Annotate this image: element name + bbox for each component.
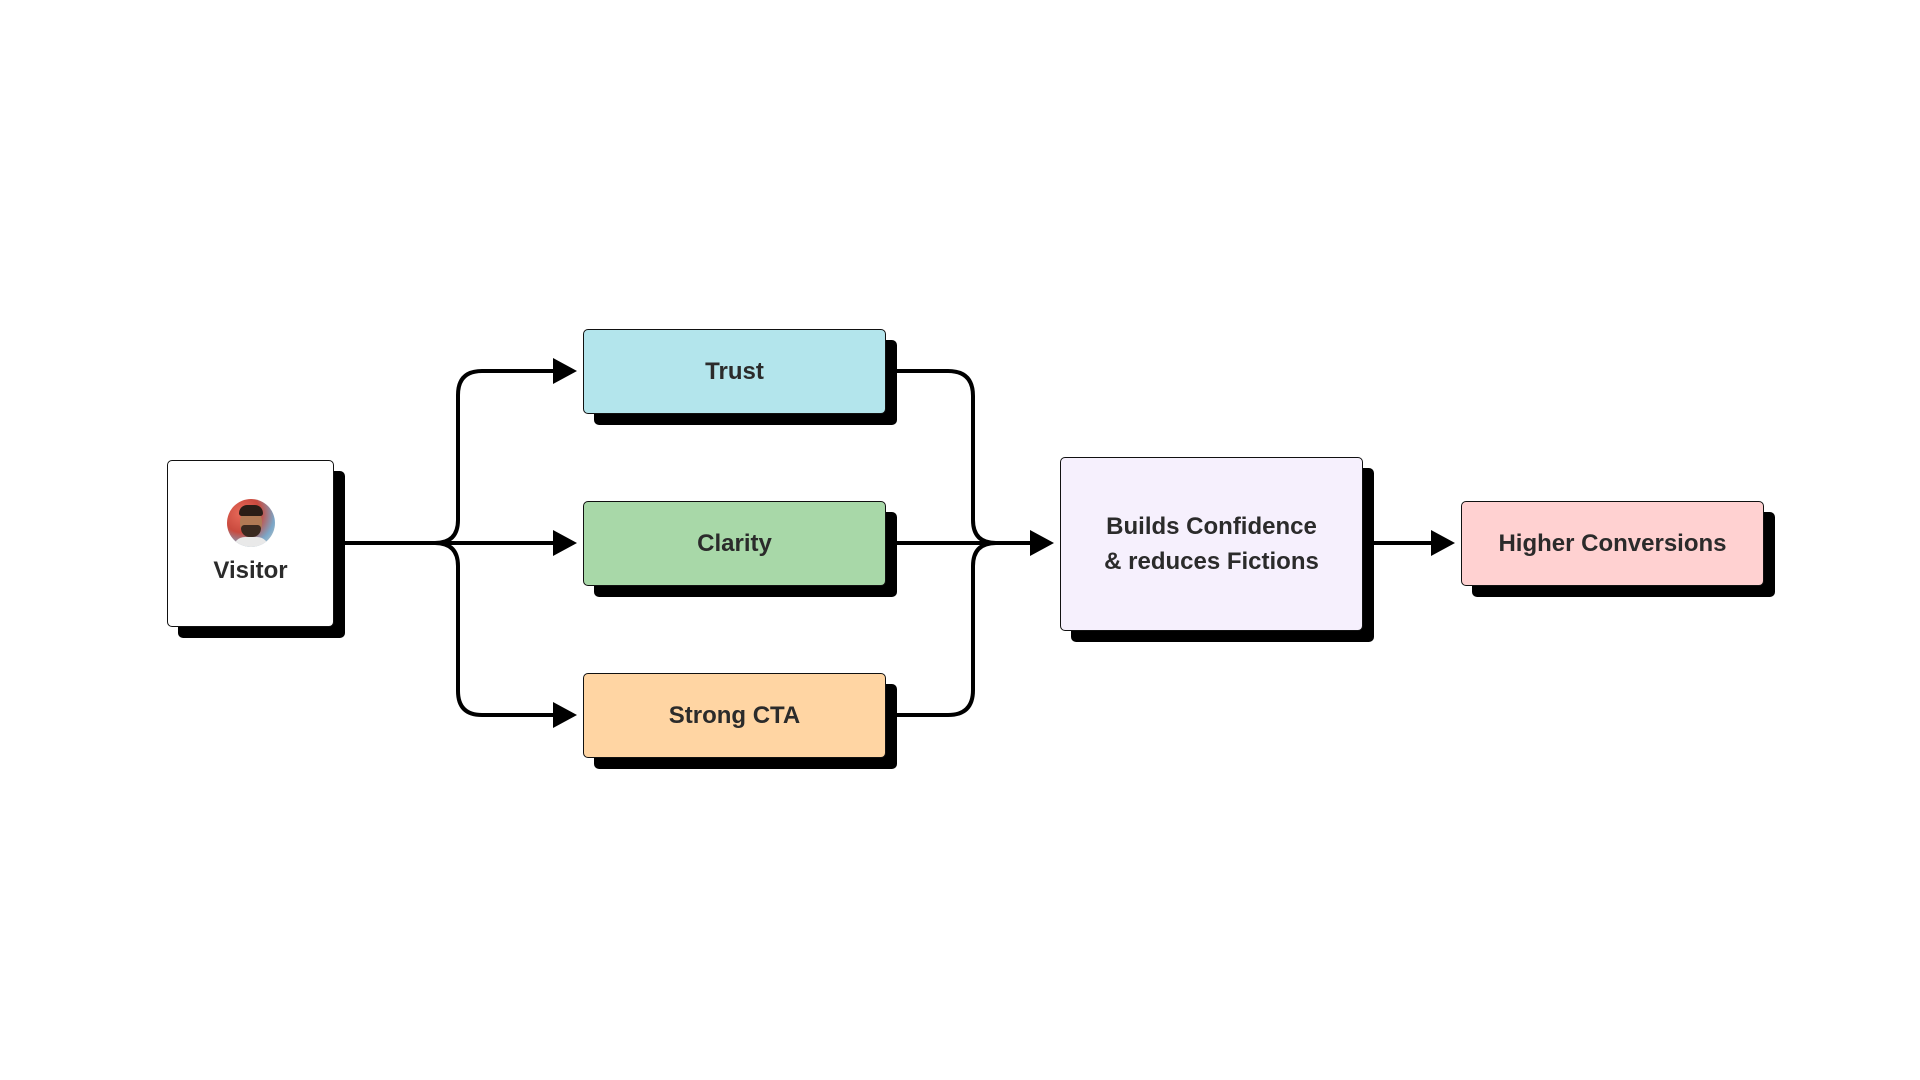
node-visitor: Visitor [167, 460, 334, 627]
node-higher-conversions-label: Higher Conversions [1498, 530, 1727, 557]
node-strong-cta-label: Strong CTA [668, 702, 801, 729]
node-strong-cta: Strong CTA [583, 673, 886, 758]
edge-merge-confidence-arrowhead [1030, 530, 1054, 556]
node-trust-label: Trust [705, 358, 764, 385]
node-clarity-label: Clarity [697, 530, 772, 557]
edge-visitor-clarity-arrowhead [553, 530, 577, 556]
visitor-avatar-icon [226, 499, 275, 547]
edge-visitor-cta-arrowhead [553, 702, 577, 728]
edge-confidence-conversions-arrowhead [1431, 530, 1455, 556]
node-trust: Trust [583, 329, 886, 414]
edge-trust-confidence [884, 369, 998, 545]
edge-visitor-trust-arrowhead [553, 358, 577, 384]
edge-visitor-cta [433, 541, 558, 717]
edge-visitor-trust [332, 369, 558, 545]
node-builds-confidence-line1: Builds Confidence [1106, 513, 1317, 540]
node-builds-confidence-line2: & reduces Fictions [1104, 548, 1319, 575]
edge-cta-confidence [884, 541, 998, 717]
node-clarity: Clarity [583, 501, 886, 586]
node-visitor-label: Visitor [213, 557, 288, 584]
node-builds-confidence: Builds Confidence & reduces Fictions [1060, 457, 1363, 631]
node-higher-conversions: Higher Conversions [1461, 501, 1764, 586]
